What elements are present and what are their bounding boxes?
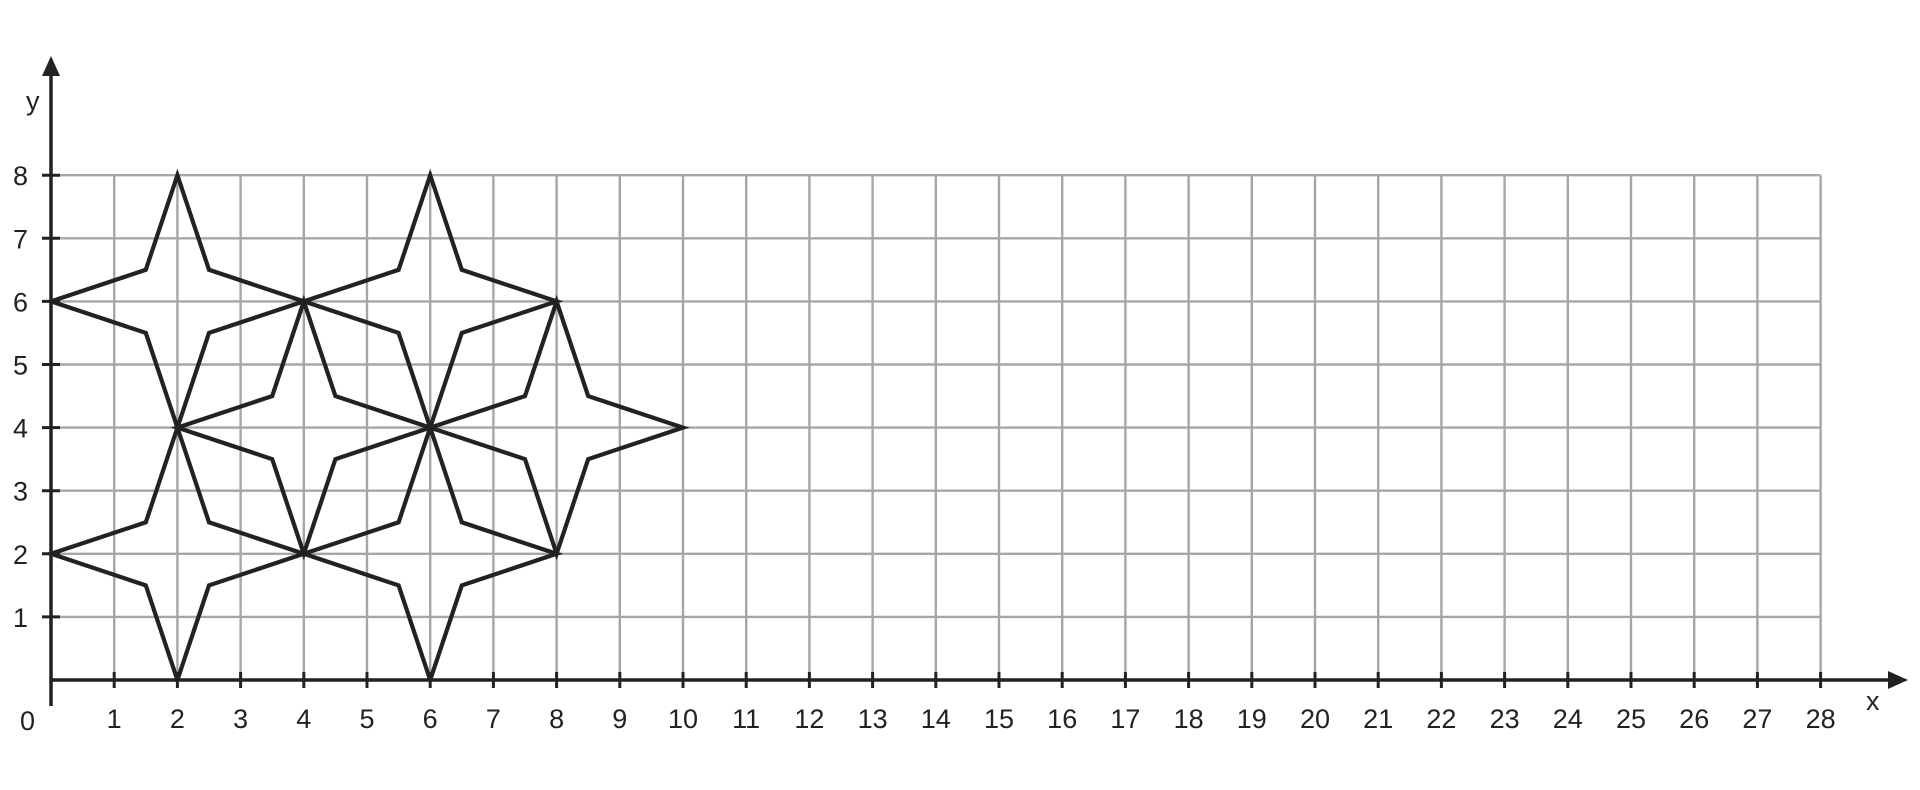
x-tick-label: 6 [423, 704, 438, 734]
y-axis-arrow [42, 56, 60, 76]
x-tick-label: 21 [1363, 704, 1393, 734]
y-tick-label: 5 [13, 351, 28, 381]
x-tick-label: 25 [1616, 704, 1646, 734]
x-tick-label: 2 [170, 704, 185, 734]
x-tick-label: 28 [1806, 704, 1836, 734]
y-tick-label: 4 [13, 414, 28, 444]
x-tick-label: 24 [1553, 704, 1583, 734]
x-tick-label: 12 [794, 704, 824, 734]
stars [44, 168, 690, 687]
y-tick-label: 8 [13, 161, 28, 191]
x-tick-label: 4 [296, 704, 311, 734]
x-tick-label: 1 [107, 704, 122, 734]
y-tick-label: 2 [13, 540, 28, 570]
y-axis-label: y [26, 86, 40, 116]
x-tick-label: 5 [359, 704, 374, 734]
star-center-2-2 [44, 420, 311, 687]
x-tick-label: 19 [1237, 704, 1267, 734]
x-tick-label: 7 [486, 704, 501, 734]
x-tick-label: 17 [1110, 704, 1140, 734]
x-tick-label: 9 [612, 704, 627, 734]
x-axis-label: x [1866, 686, 1880, 716]
x-tick-label: 20 [1300, 704, 1330, 734]
x-tick-label: 23 [1490, 704, 1520, 734]
x-tick-label: 26 [1679, 704, 1709, 734]
x-tick-label: 8 [549, 704, 564, 734]
x-tick-label: 27 [1742, 704, 1772, 734]
star-center-8-4 [423, 294, 690, 561]
x-tick-label: 11 [732, 704, 760, 734]
y-tick-label: 7 [13, 224, 28, 254]
x-tick-label: 3 [233, 704, 248, 734]
y-tick-label: 6 [13, 287, 28, 317]
star-center-4-4 [170, 294, 437, 561]
axes: x y 0 [20, 56, 1908, 736]
grid [51, 173, 1822, 680]
x-tick-label: 15 [984, 704, 1014, 734]
x-axis-arrow [1888, 671, 1908, 689]
x-tick-label: 14 [921, 704, 951, 734]
x-tick-label: 10 [668, 704, 698, 734]
x-tick-label: 18 [1174, 704, 1204, 734]
origin-label: 0 [20, 706, 35, 736]
x-tick-label: 16 [1047, 704, 1077, 734]
star-center-2-6 [44, 168, 311, 435]
y-tick-label: 1 [13, 603, 28, 633]
x-tick-label: 13 [858, 704, 888, 734]
x-tick-label: 22 [1426, 704, 1456, 734]
y-tick-label: 3 [13, 477, 28, 507]
